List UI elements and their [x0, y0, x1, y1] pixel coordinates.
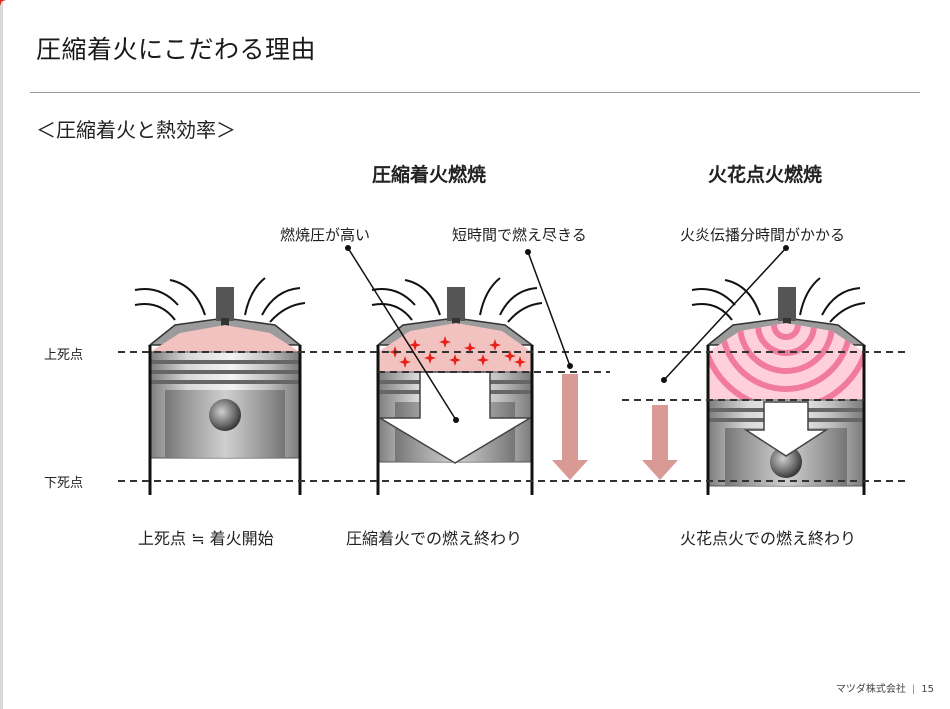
heading-compression-ignition: 圧縮着火燃焼	[372, 164, 487, 186]
section-subtitle: ＜圧縮着火と熱効率＞	[36, 118, 236, 142]
footer-company: マツダ株式会社	[835, 684, 906, 695]
page-number: 15	[921, 684, 934, 695]
annotation-high-pressure: 燃焼圧が高い	[280, 226, 371, 244]
label-bottom-dead-center: 下死点	[44, 476, 84, 491]
stroke-arrow-short	[552, 374, 588, 480]
label-top-dead-center: 上死点	[44, 348, 84, 363]
reference-lines	[118, 351, 905, 482]
injector-left	[216, 287, 234, 321]
combustion-chamber-left	[150, 325, 300, 352]
engine-right	[691, 277, 867, 495]
caption-spark-burn-end: 火花点火での燃え終わり	[680, 529, 857, 548]
port-lines-middle	[371, 277, 543, 323]
caption-compression-burn-end: 圧縮着火での燃え終わり	[346, 529, 523, 548]
compression-ignition-sparks	[0, 0, 526, 368]
engine-left	[134, 277, 306, 495]
injector-middle	[447, 287, 465, 321]
annotation-short-burn: 短時間で燃え尽きる	[452, 226, 587, 244]
footer: マツダ株式会社 | 15	[836, 680, 934, 695]
port-lines-left	[134, 277, 306, 323]
piston-pin-right	[770, 446, 802, 478]
flame-propagation-rings	[708, 323, 864, 400]
spark-plug-right	[778, 287, 796, 321]
caption-ignition-start: 上死点 ≒ 着火開始	[138, 529, 274, 548]
heading-spark-ignition: 火花点火燃焼	[708, 164, 823, 186]
annotation-leaders	[347, 247, 787, 421]
stroke-arrow-long	[642, 405, 678, 480]
title-divider	[30, 92, 920, 93]
combustion-chamber-middle	[378, 323, 532, 372]
piston-pin-left	[209, 399, 241, 431]
annotation-flame-propagation: 火炎伝播分時間がかかる	[680, 226, 846, 244]
slide-edge	[0, 0, 3, 709]
annotation-dots	[345, 245, 789, 423]
footer-separator: |	[911, 684, 916, 695]
piston-push-arrow	[743, 401, 829, 457]
page-title: 圧縮着火にこだわる理由	[36, 35, 317, 64]
